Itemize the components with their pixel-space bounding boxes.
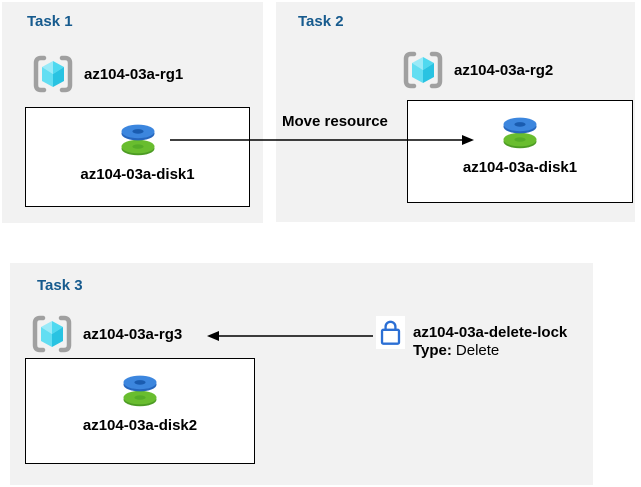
- lock-type-value: Delete: [455, 342, 500, 359]
- lock-icon: [380, 320, 401, 345]
- disk-icon: [121, 124, 154, 156]
- resource-group-icon: [32, 315, 72, 353]
- disk-icon: [123, 375, 157, 407]
- task1-disk-label: az104-03a-disk1: [80, 166, 195, 183]
- task2-title: Task 2: [298, 13, 344, 30]
- task3-resource-group: az104-03a-rg3: [31, 314, 182, 354]
- task3-title: Task 3: [37, 277, 83, 294]
- task3-disk-label: az104-03a-disk2: [82, 417, 198, 434]
- move-arrow: [170, 135, 474, 145]
- task2-rg-label: az104-03a-rg2: [454, 61, 554, 79]
- task2-resource-group: az104-03a-rg2: [402, 50, 553, 90]
- task2-disk-label: az104-03a-disk1: [462, 159, 578, 176]
- task1-panel: Task 1 az104-03a-rg1 az104-03a-disk: [2, 2, 263, 223]
- disk-icon: [503, 117, 537, 149]
- task1-resource-group: az104-03a-rg1: [32, 54, 183, 94]
- lock-text-block: az104-03a-delete-lock Type:Delete: [413, 324, 567, 360]
- task3-resource-box: az104-03a-disk2: [25, 358, 255, 464]
- lock-icon-box: [376, 316, 405, 349]
- task1-title: Task 1: [27, 13, 73, 30]
- resource-group-icon: [403, 51, 443, 89]
- task1-resource-box: az104-03a-disk1: [25, 107, 250, 207]
- task2-panel: Task 2 az104-03a-rg2 az104-03a-disk: [276, 2, 635, 222]
- resource-group-icon: [33, 55, 73, 93]
- lock-type-label: Type:: [413, 342, 452, 359]
- lock-arrow: [207, 331, 373, 341]
- task2-resource-box: az104-03a-disk1: [407, 100, 633, 203]
- task3-panel: Task 3 az104-03a-rg3 az104-03a-disk: [10, 263, 593, 485]
- task1-rg-label: az104-03a-rg1: [84, 65, 184, 83]
- lock-name: az104-03a-delete-lock: [413, 324, 568, 341]
- lock-type: Type:Delete: [413, 342, 567, 360]
- task3-rg-label: az104-03a-rg3: [83, 325, 183, 343]
- move-resource-label: Move resource: [282, 113, 388, 130]
